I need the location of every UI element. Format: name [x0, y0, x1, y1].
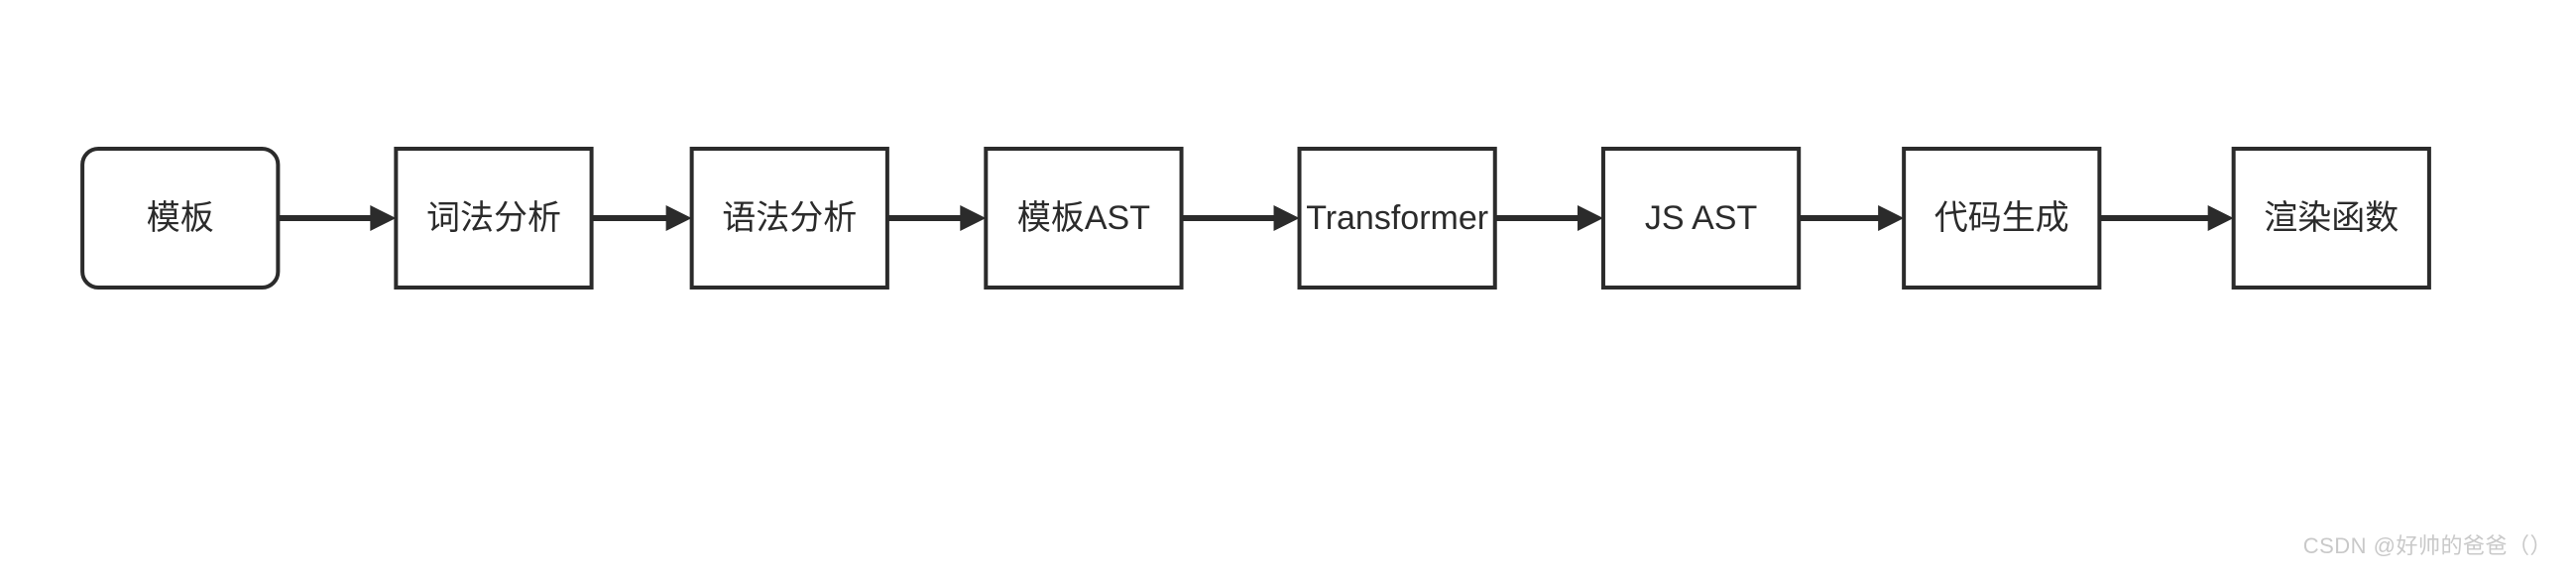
- flow-node-n7[interactable]: 代码生成: [1902, 147, 2102, 290]
- node-label: 模板: [147, 199, 214, 237]
- nodes-layer: 模板 词法分析 语法分析 模板AST Transformer JS AST 代码生成 渲染函数: [80, 147, 2431, 290]
- node-shape-rect: [984, 147, 1184, 290]
- node-shape-rect: [1297, 147, 1497, 290]
- flow-edge-n1-to-n2: [278, 205, 397, 231]
- arrowhead-icon: [1577, 205, 1603, 231]
- node-label: 语法分析: [722, 199, 857, 237]
- flow-node-n4[interactable]: 模板AST: [984, 147, 1184, 290]
- arrowhead-icon: [370, 205, 397, 231]
- flow-node-n3[interactable]: 语法分析: [689, 147, 889, 290]
- node-label: 词法分析: [426, 199, 561, 237]
- flow-edge-n3-to-n4: [886, 205, 987, 231]
- node-label: Transformer: [1306, 199, 1488, 237]
- arrowhead-icon: [1878, 205, 1905, 231]
- flow-node-n5[interactable]: Transformer: [1297, 147, 1497, 290]
- flow-edge-n4-to-n5: [1181, 205, 1300, 231]
- flow-edge-n6-to-n7: [1799, 205, 1905, 231]
- arrowhead-icon: [2207, 205, 2234, 231]
- flow-edge-n2-to-n3: [591, 205, 692, 231]
- edges-layer: [278, 205, 2234, 231]
- node-label: JS AST: [1645, 199, 1757, 237]
- flow-node-n8[interactable]: 渲染函数: [2231, 147, 2431, 290]
- node-shape-rect: [1902, 147, 2102, 290]
- arrowhead-icon: [960, 205, 987, 231]
- node-shape-rect: [689, 147, 889, 290]
- arrowhead-icon: [1273, 205, 1300, 231]
- flow-edge-n5-to-n6: [1494, 205, 1603, 231]
- arrowhead-icon: [665, 205, 692, 231]
- flow-node-n6[interactable]: JS AST: [1600, 147, 1802, 290]
- flow-edge-n7-to-n8: [2099, 205, 2234, 231]
- node-label: 模板AST: [1017, 199, 1150, 237]
- node-shape-rect: [394, 147, 594, 290]
- flow-node-n1[interactable]: 模板: [80, 147, 281, 290]
- node-label: 渲染函数: [2264, 199, 2399, 237]
- node-shape-rect: [2231, 147, 2431, 290]
- node-shape-rect: [1600, 147, 1802, 290]
- node-label: 代码生成: [1934, 199, 2069, 237]
- watermark-text: CSDN @好帅的爸爸（）: [2302, 533, 2552, 558]
- node-shape-rounded-rect: [80, 147, 281, 290]
- flow-node-n2[interactable]: 词法分析: [394, 147, 594, 290]
